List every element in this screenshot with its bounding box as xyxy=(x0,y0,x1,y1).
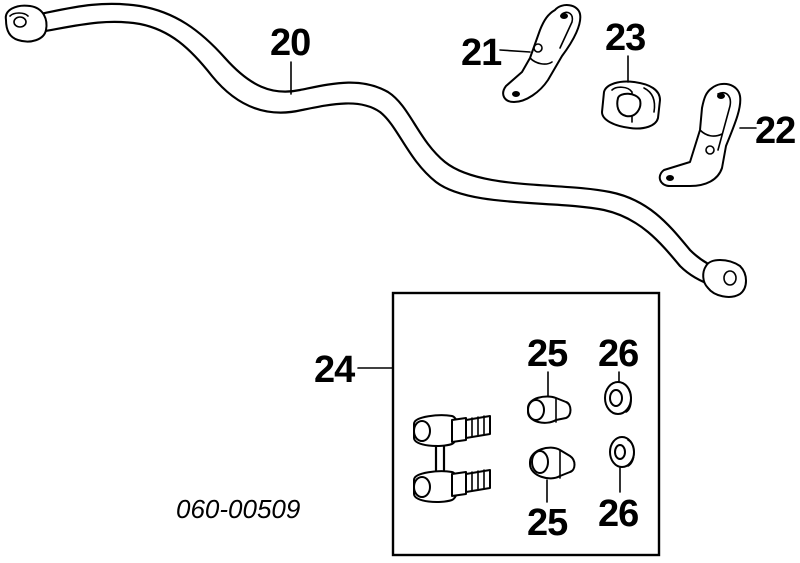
callout-26-top: 26 xyxy=(598,333,638,375)
leader-line-21 xyxy=(499,49,531,53)
stabilizer-bar xyxy=(4,2,747,298)
callout-25-bottom: 25 xyxy=(527,502,568,544)
callout-25-top: 25 xyxy=(527,333,568,375)
callout-24: 24 xyxy=(314,349,355,391)
callout-21: 21 xyxy=(461,32,502,74)
link-washer-bottom xyxy=(609,436,635,468)
diagram-reference-code: 060-00509 xyxy=(176,494,300,524)
link-kit-frame xyxy=(391,291,661,557)
bracket-22 xyxy=(658,82,742,187)
link-washer-top xyxy=(604,381,632,415)
callout-23: 23 xyxy=(605,17,645,59)
stabilizer-link xyxy=(413,414,491,503)
callout-26-bottom: 26 xyxy=(598,493,638,535)
bracket-21 xyxy=(502,4,582,103)
link-bushing-top xyxy=(527,395,572,424)
bushing-23 xyxy=(601,80,661,130)
link-bushing-bottom xyxy=(529,446,576,480)
callout-20: 20 xyxy=(270,22,310,64)
callout-22: 22 xyxy=(755,110,795,152)
